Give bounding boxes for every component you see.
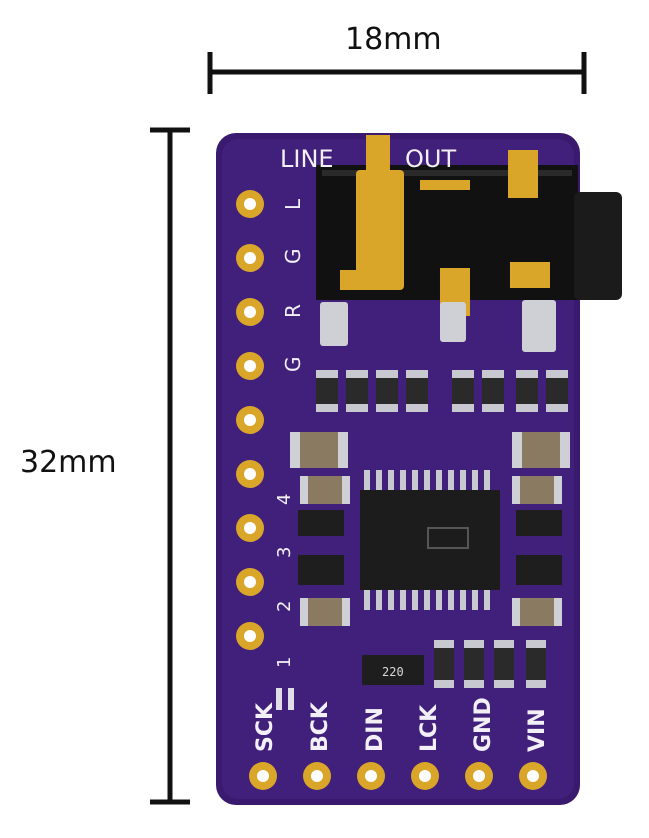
left-pin-header <box>236 190 264 650</box>
solder-pads <box>320 300 556 352</box>
height-dimension-label: 32mm <box>20 445 117 480</box>
bottom-smd-components <box>434 640 546 688</box>
side-number-1: 1 <box>274 657 295 668</box>
pin-label-sck: SCK <box>253 702 278 752</box>
pin-label-gnd: GND <box>471 697 496 752</box>
solder-jumper <box>276 688 294 710</box>
pcb-board <box>216 133 580 805</box>
width-dimension-line <box>207 52 587 94</box>
out-label: OUT <box>405 145 456 173</box>
smd-resistor-row <box>316 370 568 412</box>
capacitors <box>290 432 570 626</box>
resistor-marking: 220 <box>382 665 404 679</box>
pin-label-din: DIN <box>363 707 388 752</box>
side-number-2: 2 <box>274 601 295 612</box>
dac-chip <box>360 470 500 610</box>
pin-label-g1: G <box>281 249 305 265</box>
height-dimension-line <box>150 127 190 805</box>
pin-label-r: R <box>281 304 305 318</box>
pin-label-g2: G <box>281 357 305 373</box>
pin-label-bck: BCK <box>308 701 333 752</box>
side-number-4: 4 <box>274 494 295 505</box>
line-label: LINE <box>280 145 334 173</box>
bottom-pin-header <box>249 762 547 790</box>
pin-label-lck: LCK <box>417 704 442 752</box>
side-number-3: 3 <box>274 547 295 558</box>
pin-label-vin: VIN <box>525 708 550 752</box>
pin-label-l: L <box>281 198 305 210</box>
side-transistors <box>298 510 562 585</box>
bottom-resistor: 220 <box>362 655 424 685</box>
width-dimension-label: 18mm <box>345 22 442 57</box>
